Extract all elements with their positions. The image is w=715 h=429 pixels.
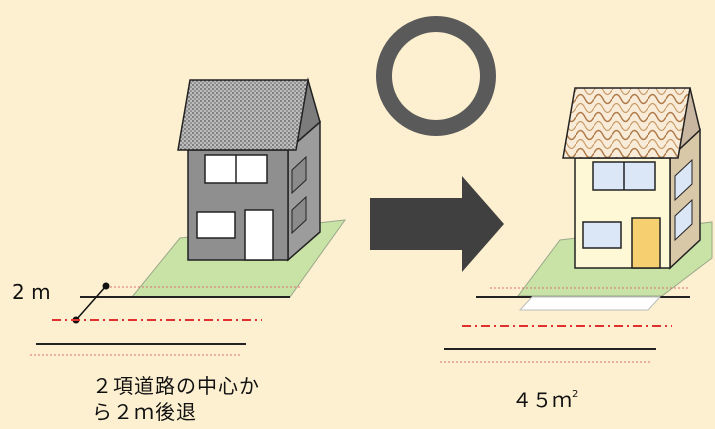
caption-line-1: ２項道路の中心か (92, 374, 260, 398)
house-roof-after (562, 87, 691, 159)
house-door-after (631, 217, 661, 269)
setback-strip (518, 296, 662, 311)
house-window-lower-after (582, 221, 622, 249)
house-door (244, 209, 274, 261)
approval-circle-icon (376, 16, 496, 136)
caption-line-2: ら２ｍ後退 (92, 400, 197, 424)
side-window-1 (291, 155, 307, 195)
house-roof (177, 79, 309, 151)
area-value: ４５ｍ (512, 388, 572, 412)
area-label: ４５ｍ2 (512, 384, 578, 413)
setback-indicator-line (75, 285, 107, 321)
setback-distance-label: 2 m (12, 280, 51, 304)
setback-point-top (102, 282, 110, 290)
before-scene (30, 77, 347, 356)
side-window-after-1 (674, 158, 693, 202)
side-window-after-2 (674, 198, 693, 242)
house-before (177, 77, 321, 262)
house-window-lower (196, 211, 236, 239)
area-unit-superscript: 2 (572, 389, 579, 400)
side-window-2 (291, 195, 307, 235)
right-arrow-icon (370, 176, 504, 272)
after-scene (440, 87, 713, 363)
house-after (562, 87, 701, 270)
